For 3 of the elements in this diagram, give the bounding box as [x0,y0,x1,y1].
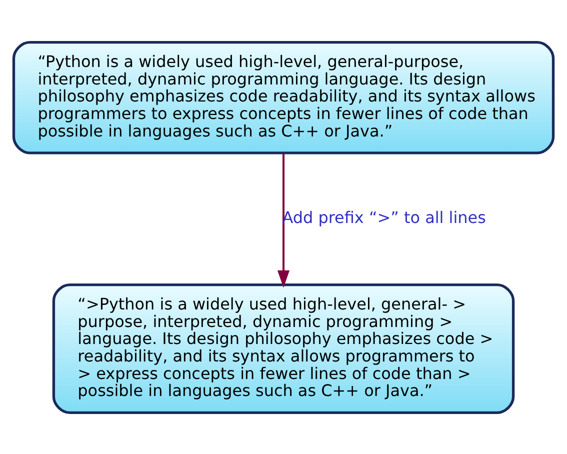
arrow [277,152,290,288]
node-box: “>Python is a widely used high-level, general- > purpose, interpreted, dynamic programming > language. Its design philosophy emphasizes code > readability, and its syntax allows programmers to > express concepts in fewer lines of code than > possible in languages such as C++ or Java.” [52,282,515,414]
node-box: “Python is a widely used high-level, general-purpose, interpreted, dynamic programming language. Its design philosophy emphasizes code readability, and its syntax allows programmers to express concepts in fewer lines of code than possible in languages such as C++ or Java.” [12,40,555,154]
